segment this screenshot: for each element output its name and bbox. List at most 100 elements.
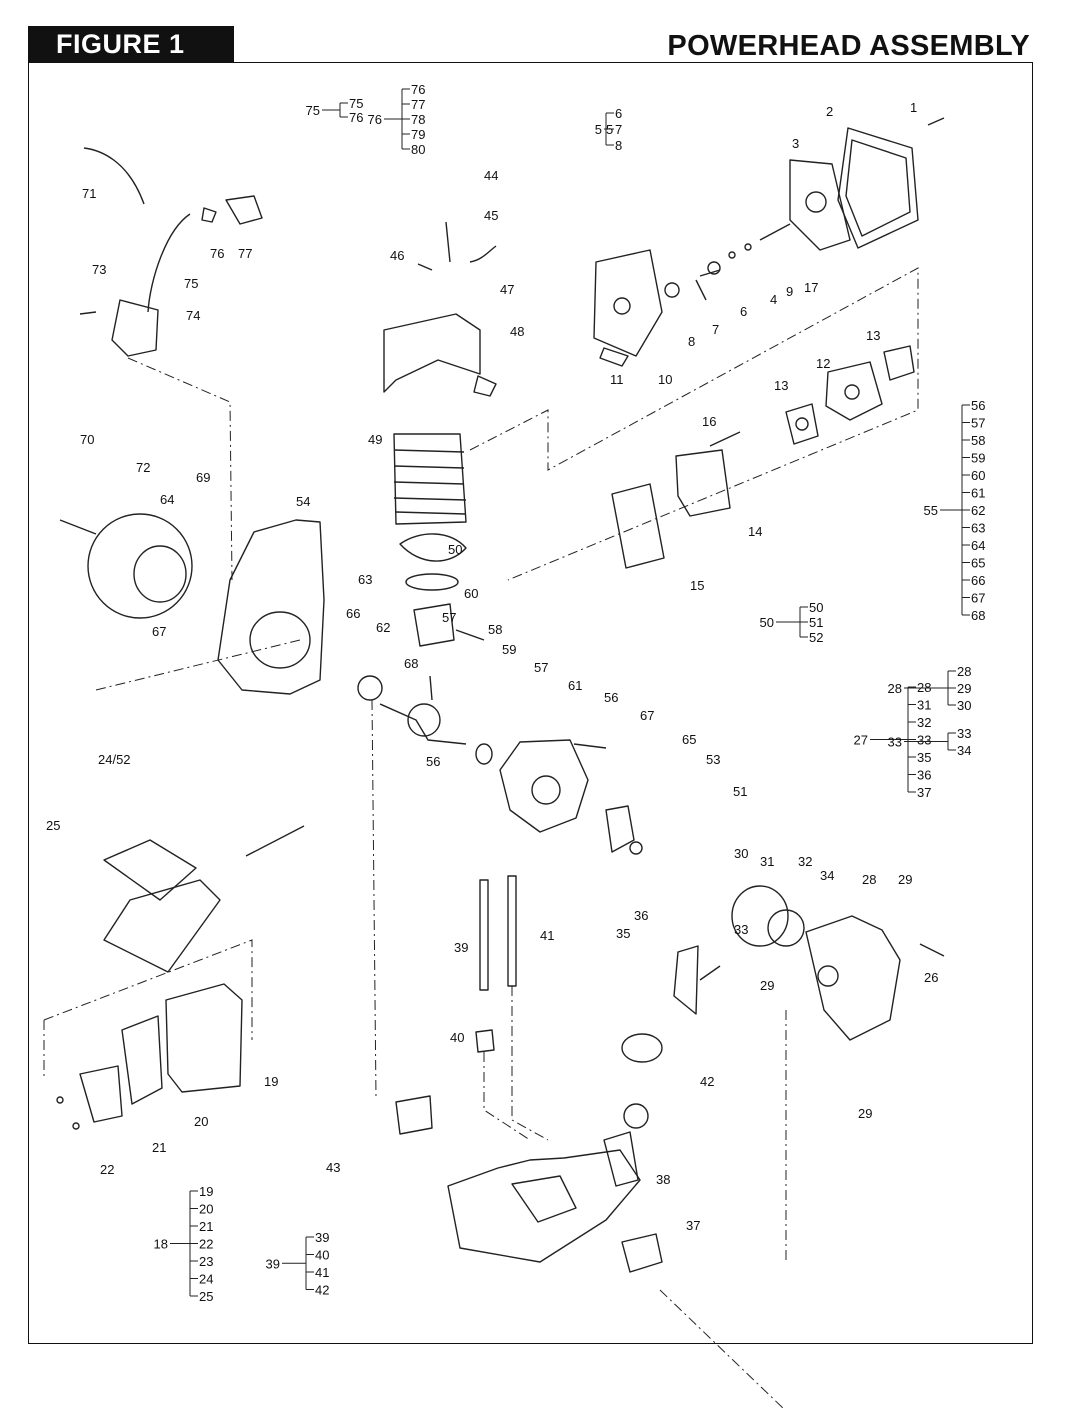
part-callout: 19 bbox=[264, 1074, 278, 1089]
part-callout: 50 bbox=[448, 542, 462, 557]
kit-item: 67 bbox=[971, 591, 985, 606]
part-callout: 67 bbox=[640, 708, 654, 723]
part-callout: 49 bbox=[368, 432, 382, 447]
part-callout: 22 bbox=[100, 1162, 114, 1177]
part-callout: 30 bbox=[734, 846, 748, 861]
carburetor-mount bbox=[611, 431, 741, 569]
assembly-lines bbox=[43, 267, 919, 1411]
kit-item: 34 bbox=[957, 743, 971, 758]
part-callout: 71 bbox=[82, 186, 96, 201]
part-callout: 35 bbox=[616, 926, 630, 941]
kit-parent: 55 bbox=[924, 503, 938, 518]
part-callout: 12 bbox=[816, 356, 830, 371]
part-callout: 29 bbox=[898, 872, 912, 887]
kit-item: 32 bbox=[917, 715, 931, 730]
part-callout: 6 bbox=[740, 304, 747, 319]
part-callout: 20 bbox=[194, 1114, 208, 1129]
carburetor bbox=[785, 345, 915, 445]
tank-bracket bbox=[395, 1095, 433, 1135]
part-callout: 24/52 bbox=[98, 752, 131, 767]
part-callout: 40 bbox=[450, 1030, 464, 1045]
part-callout: 33 bbox=[734, 922, 748, 937]
part-callout: 46 bbox=[390, 248, 404, 263]
kit-item: 8 bbox=[615, 138, 622, 153]
fuel-cap bbox=[621, 1033, 663, 1129]
part-callout: 29 bbox=[760, 978, 774, 993]
kit-item: 63 bbox=[971, 521, 985, 536]
kit-item: 60 bbox=[971, 468, 985, 483]
kit-item: 58 bbox=[971, 433, 985, 448]
kit-item: 40 bbox=[315, 1248, 329, 1263]
air-filter-cover bbox=[837, 127, 919, 249]
kit-item: 76 bbox=[411, 82, 425, 97]
kit-item: 24 bbox=[199, 1272, 213, 1287]
kit-parent: 33 bbox=[888, 735, 902, 750]
part-callout: 16 bbox=[702, 414, 716, 429]
part-callout: 54 bbox=[296, 494, 310, 509]
part-callout: 62 bbox=[376, 620, 390, 635]
part-callout: 2 bbox=[826, 104, 833, 119]
part-callout: 17 bbox=[804, 280, 818, 295]
part-callout: 10 bbox=[658, 372, 672, 387]
kit-table: 33 34 33 bbox=[888, 726, 972, 758]
part-callout: 34 bbox=[820, 868, 834, 883]
part-callout: 41 bbox=[540, 928, 554, 943]
kit-parent: 39 bbox=[266, 1256, 280, 1271]
fuel-lines bbox=[475, 875, 517, 1053]
kit-item: 6 bbox=[615, 106, 622, 121]
part-callout: 29 bbox=[858, 1106, 872, 1121]
kit-parent: 5 bbox=[595, 122, 602, 137]
part-callout: 64 bbox=[160, 492, 174, 507]
part-callout: 59 bbox=[502, 642, 516, 657]
part-callout: 25 bbox=[46, 818, 60, 833]
kit-item: 33 bbox=[957, 726, 971, 741]
kit-item: 56 bbox=[971, 398, 985, 413]
kit-item: 59 bbox=[971, 451, 985, 466]
part-callout: 39 bbox=[454, 940, 468, 955]
kit-item: 62 bbox=[971, 503, 985, 518]
part-callout: 32 bbox=[798, 854, 812, 869]
kit-item: 19 bbox=[199, 1184, 213, 1199]
kit-item: 77 bbox=[411, 97, 425, 112]
part-callout: 4 bbox=[770, 292, 777, 307]
kit-item: 31 bbox=[917, 698, 931, 713]
kit-item: 35 bbox=[917, 750, 931, 765]
part-callout: 7 bbox=[712, 322, 719, 337]
kit-item: 7 bbox=[615, 122, 622, 137]
air-box bbox=[593, 249, 663, 367]
kit-item: 68 bbox=[971, 608, 985, 623]
part-callout: 13 bbox=[866, 328, 880, 343]
part-callout: 15 bbox=[690, 578, 704, 593]
kit-item: 20 bbox=[199, 1202, 213, 1217]
kit-item: 37 bbox=[917, 785, 931, 800]
part-callout: 3 bbox=[792, 136, 799, 151]
kit-item: 29 bbox=[957, 681, 971, 696]
part-callout: 73 bbox=[92, 262, 106, 277]
part-callout: 31 bbox=[760, 854, 774, 869]
part-callout: 56 bbox=[426, 754, 440, 769]
piston-assembly bbox=[399, 533, 485, 647]
kit-item: 50 bbox=[809, 600, 823, 615]
part-callout: 26 bbox=[924, 970, 938, 985]
fuel-tank bbox=[447, 1131, 641, 1263]
part-callout: 75 bbox=[184, 276, 198, 291]
part-callout: 38 bbox=[656, 1172, 670, 1187]
kit-item: 22 bbox=[199, 1237, 213, 1252]
part-callout: 53 bbox=[706, 752, 720, 767]
part-callout: 63 bbox=[358, 572, 372, 587]
part-callout: 57 bbox=[534, 660, 548, 675]
part-callout: 61 bbox=[568, 678, 582, 693]
part-callout: 21 bbox=[152, 1140, 166, 1155]
tank-mount bbox=[621, 1233, 663, 1273]
kit-item: 30 bbox=[957, 698, 971, 713]
part-callout: 48 bbox=[510, 324, 524, 339]
kit-item: 36 bbox=[917, 768, 931, 783]
kit-parent: 18 bbox=[154, 1237, 168, 1252]
part-callout: 11 bbox=[610, 372, 624, 387]
diagram-frame bbox=[28, 62, 1033, 1344]
